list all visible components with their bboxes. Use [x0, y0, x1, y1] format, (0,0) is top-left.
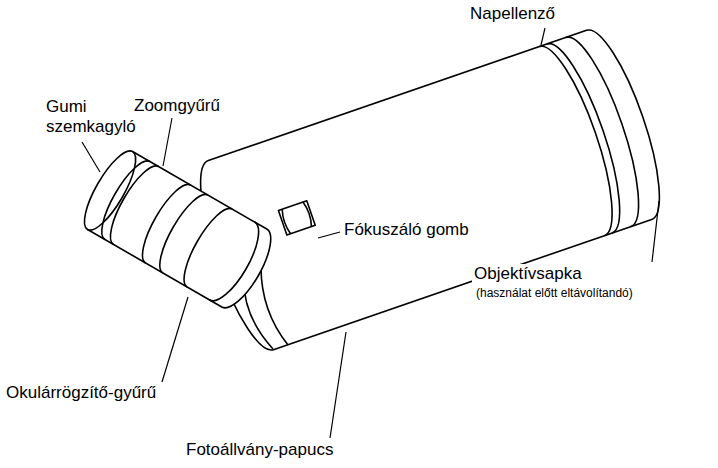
focus-knob-edge	[280, 201, 313, 234]
eyepiece-collar	[210, 222, 269, 308]
eyecup-edge	[93, 155, 150, 240]
scope-body	[185, 22, 676, 358]
leader-lines	[82, 28, 659, 438]
part-label: Fotoállvány-papucs	[184, 440, 335, 460]
leader-line	[318, 232, 340, 238]
body-outline	[185, 22, 676, 358]
fixing-ring-line	[151, 188, 208, 273]
part-label: Zoomgyűrű	[132, 96, 222, 116]
leader-line	[82, 142, 100, 172]
part-label: (használat előtt eltávolítandó)	[474, 287, 635, 301]
part-label: Objektívsapka	[472, 264, 584, 284]
leader-line	[541, 28, 545, 45]
leader-line	[163, 118, 172, 166]
eyecup-rim	[75, 145, 144, 237]
sunshade-line	[547, 36, 636, 233]
fixing-ring-line	[175, 202, 232, 287]
leader-line	[162, 297, 188, 382]
sunshade-line	[539, 38, 628, 235]
part-label: Napellenző	[468, 4, 557, 24]
part-label: Fókuszáló gomb	[342, 220, 471, 240]
zoom-ring-line	[101, 160, 158, 245]
part-label: Okulárrögzítő-gyűrű	[4, 383, 158, 403]
eyepiece	[75, 145, 280, 315]
focus-knob	[278, 201, 315, 235]
cap-line	[566, 29, 655, 226]
leader-line	[652, 201, 659, 262]
leader-line	[330, 332, 346, 438]
